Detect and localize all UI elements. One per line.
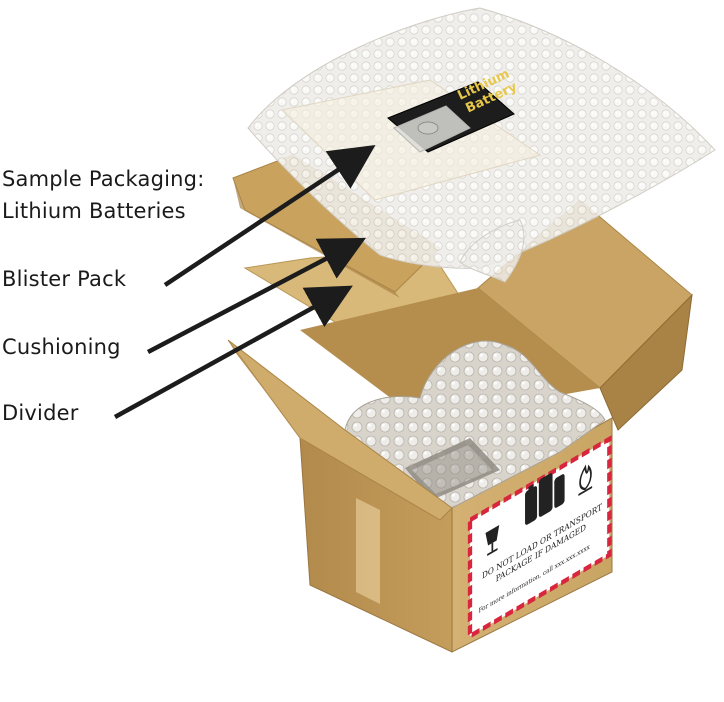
flame-icon: [578, 464, 593, 496]
battery-cells-icon: [525, 473, 565, 525]
fragile-glass-icon: [485, 525, 500, 556]
callout-cushioning: Cushioning: [2, 331, 121, 363]
callout-sample-line2: Lithium Batteries: [2, 199, 186, 223]
callout-divider-label: Divider: [2, 401, 79, 425]
shipping-box: [227, 199, 693, 653]
callout-arrows: [113, 145, 376, 419]
box-right-flap: [599, 293, 693, 431]
hazard-label-border: [467, 435, 612, 640]
box-tape: [356, 498, 380, 604]
callout-divider: Divider: [2, 397, 79, 429]
callout-sample-packaging: Sample Packaging: Lithium Batteries: [2, 163, 205, 227]
callout-blister-pack: Blister Pack: [2, 263, 126, 295]
coin-cell-icon: [417, 121, 439, 135]
callout-sample-line1: Sample Packaging:: [2, 167, 205, 191]
callout-blister-label: Blister Pack: [2, 267, 127, 291]
callout-cushioning-label: Cushioning: [2, 335, 121, 359]
arrow-sample-packaging: [163, 145, 376, 287]
arrow-cushioning: [113, 285, 353, 419]
arrow-blister-pack: [146, 237, 366, 354]
cushioning-drape: [459, 219, 525, 283]
